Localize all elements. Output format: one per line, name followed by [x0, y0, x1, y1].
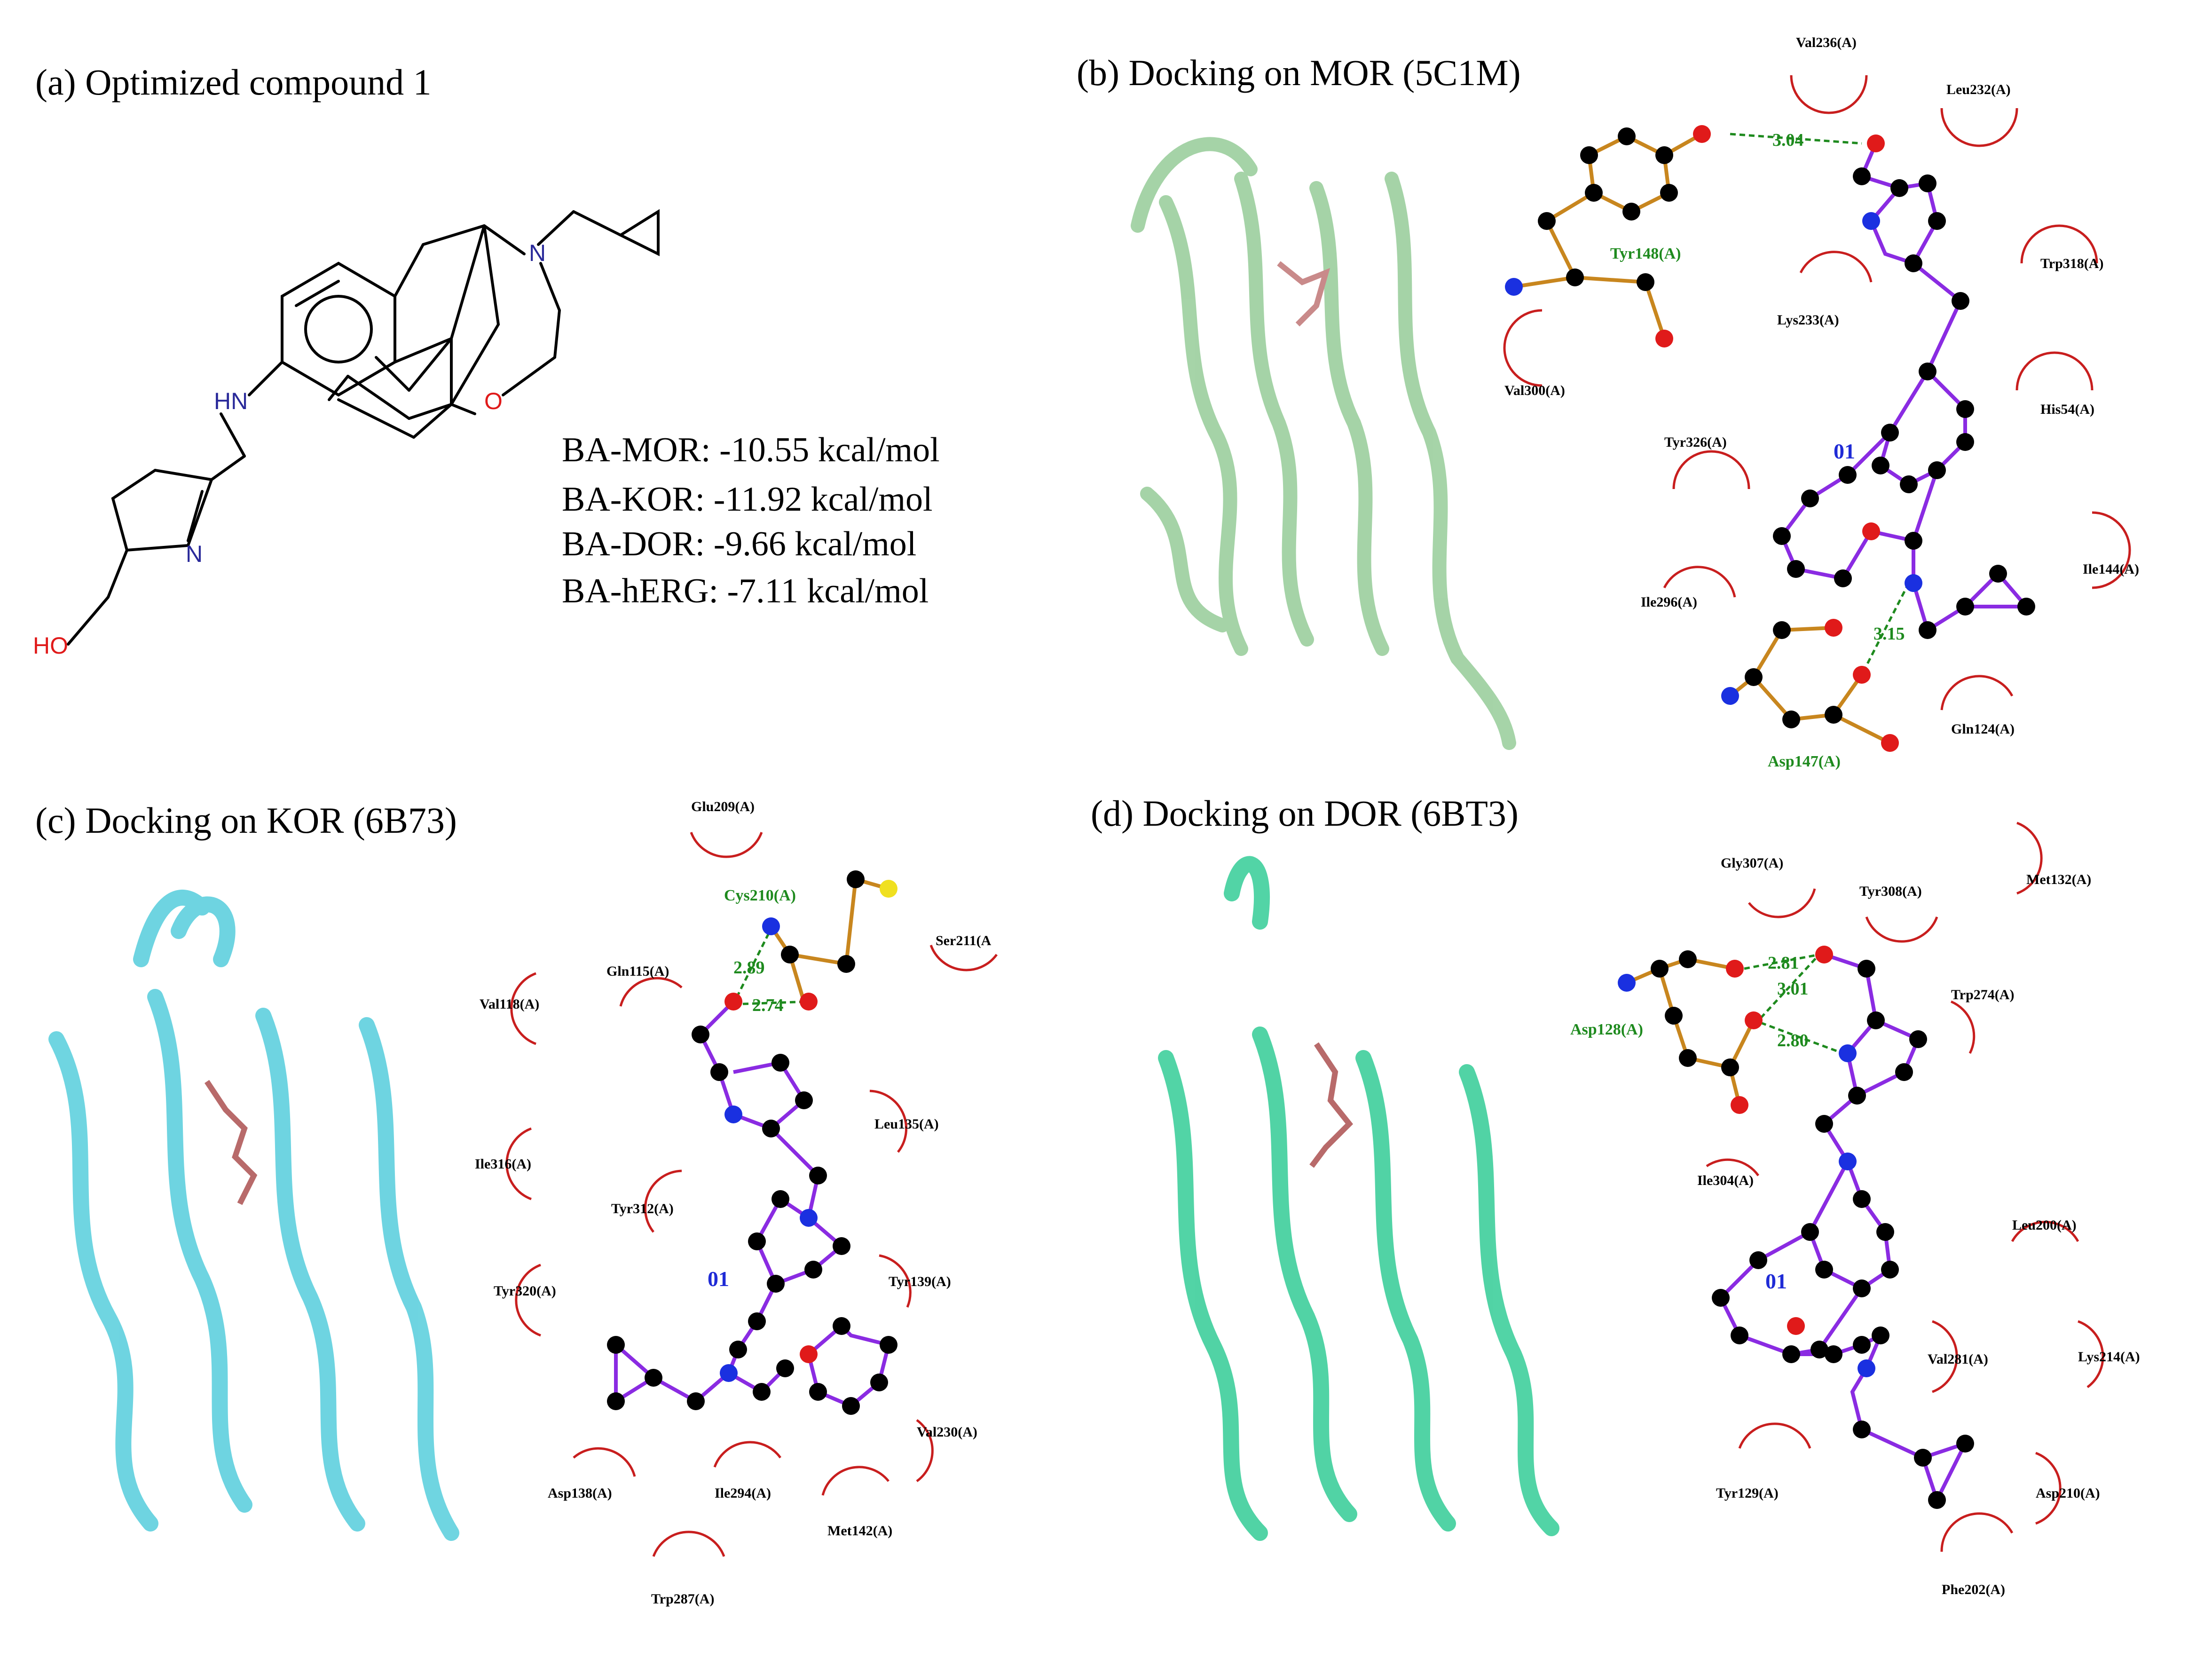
interaction-map-kor: Cys210(A) 2.89 2.74 01 Glu209(A) Ser211(…	[475, 799, 998, 1607]
mor-residue-7: Tyr326(A)	[1664, 434, 1727, 450]
dor-residue-2: Tyr308(A)	[1859, 884, 1922, 899]
compound-heteroatoms: N HN N O HO	[33, 240, 546, 659]
mor-residue-4: Lys233(A)	[1777, 312, 1839, 328]
dor-residue-7: Val281(A)	[1928, 1351, 1988, 1367]
ligand-sticks-dor	[1309, 1042, 1354, 1168]
kor-hydrophobic-arcs	[505, 832, 998, 1557]
kor-hbond-distance-2: 2.74	[752, 995, 784, 1015]
kor-residue-1: Glu209(A)	[691, 799, 755, 814]
compound-structure	[67, 209, 660, 646]
kor-residue-12: Ile294(A)	[715, 1485, 771, 1501]
kor-residue-13: Met142(A)	[827, 1523, 892, 1539]
ba-herg: BA-hERG: -7.11 kcal/mol	[562, 572, 929, 610]
mor-residue-6: Val300(A)	[1504, 383, 1565, 398]
kor-residue-2: Ser211(A	[936, 933, 992, 948]
kor-atoms	[607, 870, 897, 1415]
mor-residue-5: His54(A)	[2040, 402, 2094, 417]
ligand-sticks-kor	[205, 1080, 258, 1205]
kor-residue-4: Val118(A)	[480, 996, 539, 1012]
atom-n-ring: N	[186, 541, 203, 567]
ligand-sticks-mor	[1277, 261, 1330, 327]
kor-hbond-distance-1: 2.89	[733, 958, 765, 978]
dor-residue-6: Leu200(A)	[2012, 1217, 2077, 1233]
atom-n-amine: N	[529, 240, 546, 266]
atom-hn: HN	[214, 388, 248, 414]
panel-b-title: (b) Docking on MOR (5C1M)	[1077, 52, 1521, 93]
mor-residue-3: Trp318(A)	[2040, 256, 2103, 271]
kor-ligand-id: 01	[708, 1267, 729, 1291]
mor-residue-8: Ile144(A)	[2083, 561, 2139, 577]
mor-hbond-distance-2: 3.15	[1874, 624, 1905, 644]
panel-a-title: (a) Optimized compound 1	[35, 62, 432, 103]
dor-hbond-distance-1: 2.81	[1768, 953, 1799, 973]
kor-residue-8: Tyr139(A)	[889, 1274, 951, 1289]
kor-hbond-residue-1: Cys210(A)	[724, 887, 796, 904]
ba-mor: BA-MOR: -10.55 kcal/mol	[562, 431, 940, 469]
dor-hbond-distance-2: 3.01	[1777, 979, 1809, 999]
interaction-map-mor: Tyr148(A) Asp147(A) 3.04 3.15 01 Val236(…	[1503, 35, 2139, 770]
mor-hydrophobic-arcs	[1503, 75, 2131, 711]
kor-residue-3: Gln115(A)	[606, 963, 669, 979]
dor-residue-8: Lys214(A)	[2078, 1349, 2140, 1365]
dor-residue-1: Gly307(A)	[1721, 855, 1783, 871]
panel-c-title: (c) Docking on KOR (6B73)	[35, 800, 457, 841]
protein-cartoon-dor	[1158, 856, 1559, 1541]
panel-d-title: (d) Docking on DOR (6BT3)	[1091, 793, 1519, 834]
mor-hbond-distance-1: 3.04	[1772, 130, 1804, 150]
dor-hydrophobic-arcs	[1706, 821, 2104, 1552]
dor-ligand-id: 01	[1765, 1269, 1787, 1293]
mor-ligand-id: 01	[1834, 439, 1855, 463]
kor-residue-11: Asp138(A)	[548, 1485, 612, 1501]
kor-residue-7: Tyr312(A)	[611, 1201, 674, 1216]
dor-residue-4: Trp274(A)	[1951, 987, 2014, 1003]
ba-kor: BA-KOR: -11.92 kcal/mol	[562, 480, 933, 519]
mor-hbond-residue-2: Asp147(A)	[1768, 753, 1841, 770]
dor-residue-5: Ile304(A)	[1697, 1173, 1754, 1188]
interaction-map-dor: Asp128(A) 2.81 3.01 2.80 01 Gly307(A) Ty…	[1570, 821, 2140, 1597]
dor-atoms	[1618, 946, 1974, 1509]
mor-residue-2: Leu232(A)	[1946, 82, 2011, 97]
dor-residue-9: Tyr129(A)	[1716, 1485, 1779, 1501]
kor-residue-14: Trp287(A)	[651, 1591, 714, 1607]
protein-cartoon-kor	[48, 890, 459, 1541]
ba-dor: BA-DOR: -9.66 kcal/mol	[562, 525, 917, 563]
mor-atoms	[1505, 125, 2035, 752]
dor-residue-11: Phe202(A)	[1942, 1582, 2005, 1597]
kor-residue-9: Tyr320(A)	[494, 1283, 556, 1299]
dor-hbond-residue-1: Asp128(A)	[1570, 1021, 1643, 1038]
protein-cartoon-mor	[1131, 137, 1516, 750]
dor-residue-10: Asp210(A)	[2036, 1485, 2100, 1501]
dor-hbond-distance-3: 2.80	[1777, 1031, 1809, 1050]
kor-residue-10: Val230(A)	[917, 1424, 977, 1440]
atom-ho: HO	[33, 632, 68, 659]
dor-residue-3: Met132(A)	[2026, 872, 2091, 887]
mor-residue-10: Gln124(A)	[1951, 721, 2015, 737]
kor-residue-5: Leu135(A)	[874, 1116, 939, 1132]
atom-o-ether: O	[484, 388, 503, 414]
mor-hbond-residue-1: Tyr148(A)	[1610, 245, 1681, 262]
mor-residue-1: Val236(A)	[1796, 35, 1857, 50]
mor-residue-9: Ile296(A)	[1641, 594, 1697, 610]
kor-residue-6: Ile316(A)	[475, 1156, 531, 1172]
